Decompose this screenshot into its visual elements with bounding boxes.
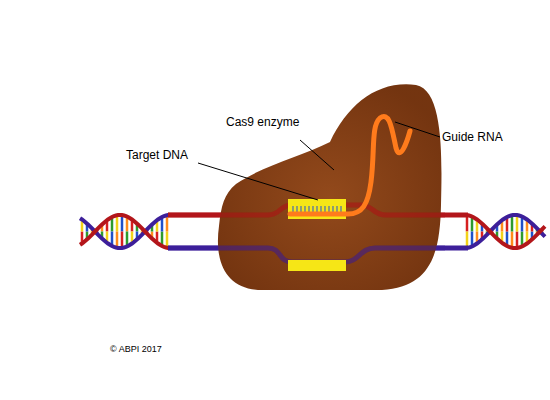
leader-line: [198, 163, 318, 200]
base-rung: [166, 232, 169, 248]
guide-rna-strand: [290, 117, 410, 214]
base-rung: [166, 215, 169, 231]
base-rung: [511, 215, 514, 231]
part-label: Guide RNA: [442, 130, 503, 144]
base-rung: [116, 232, 119, 248]
base-rung: [516, 232, 519, 248]
base-rung: [121, 215, 124, 231]
leader-line: [300, 140, 334, 170]
target-sequence-lower: [288, 260, 346, 271]
part-label: Cas9 enzyme: [226, 115, 299, 129]
base-rung: [121, 232, 124, 248]
base-rung: [466, 232, 469, 248]
cas9-enzyme-shape: [218, 84, 442, 290]
helix-strand: [465, 215, 545, 248]
base-rung: [116, 215, 119, 231]
copyright-note: © ABPI 2017: [110, 342, 162, 356]
base-rung: [511, 232, 514, 248]
helix-strand: [80, 215, 170, 248]
base-rung: [516, 215, 519, 231]
dna-lower-strand-inside: [168, 248, 445, 262]
base-rung: [466, 215, 469, 231]
helix-strand: [80, 215, 170, 248]
helix-strand: [465, 215, 545, 248]
leader-line: [395, 122, 440, 137]
part-label: Target DNA: [126, 148, 188, 162]
